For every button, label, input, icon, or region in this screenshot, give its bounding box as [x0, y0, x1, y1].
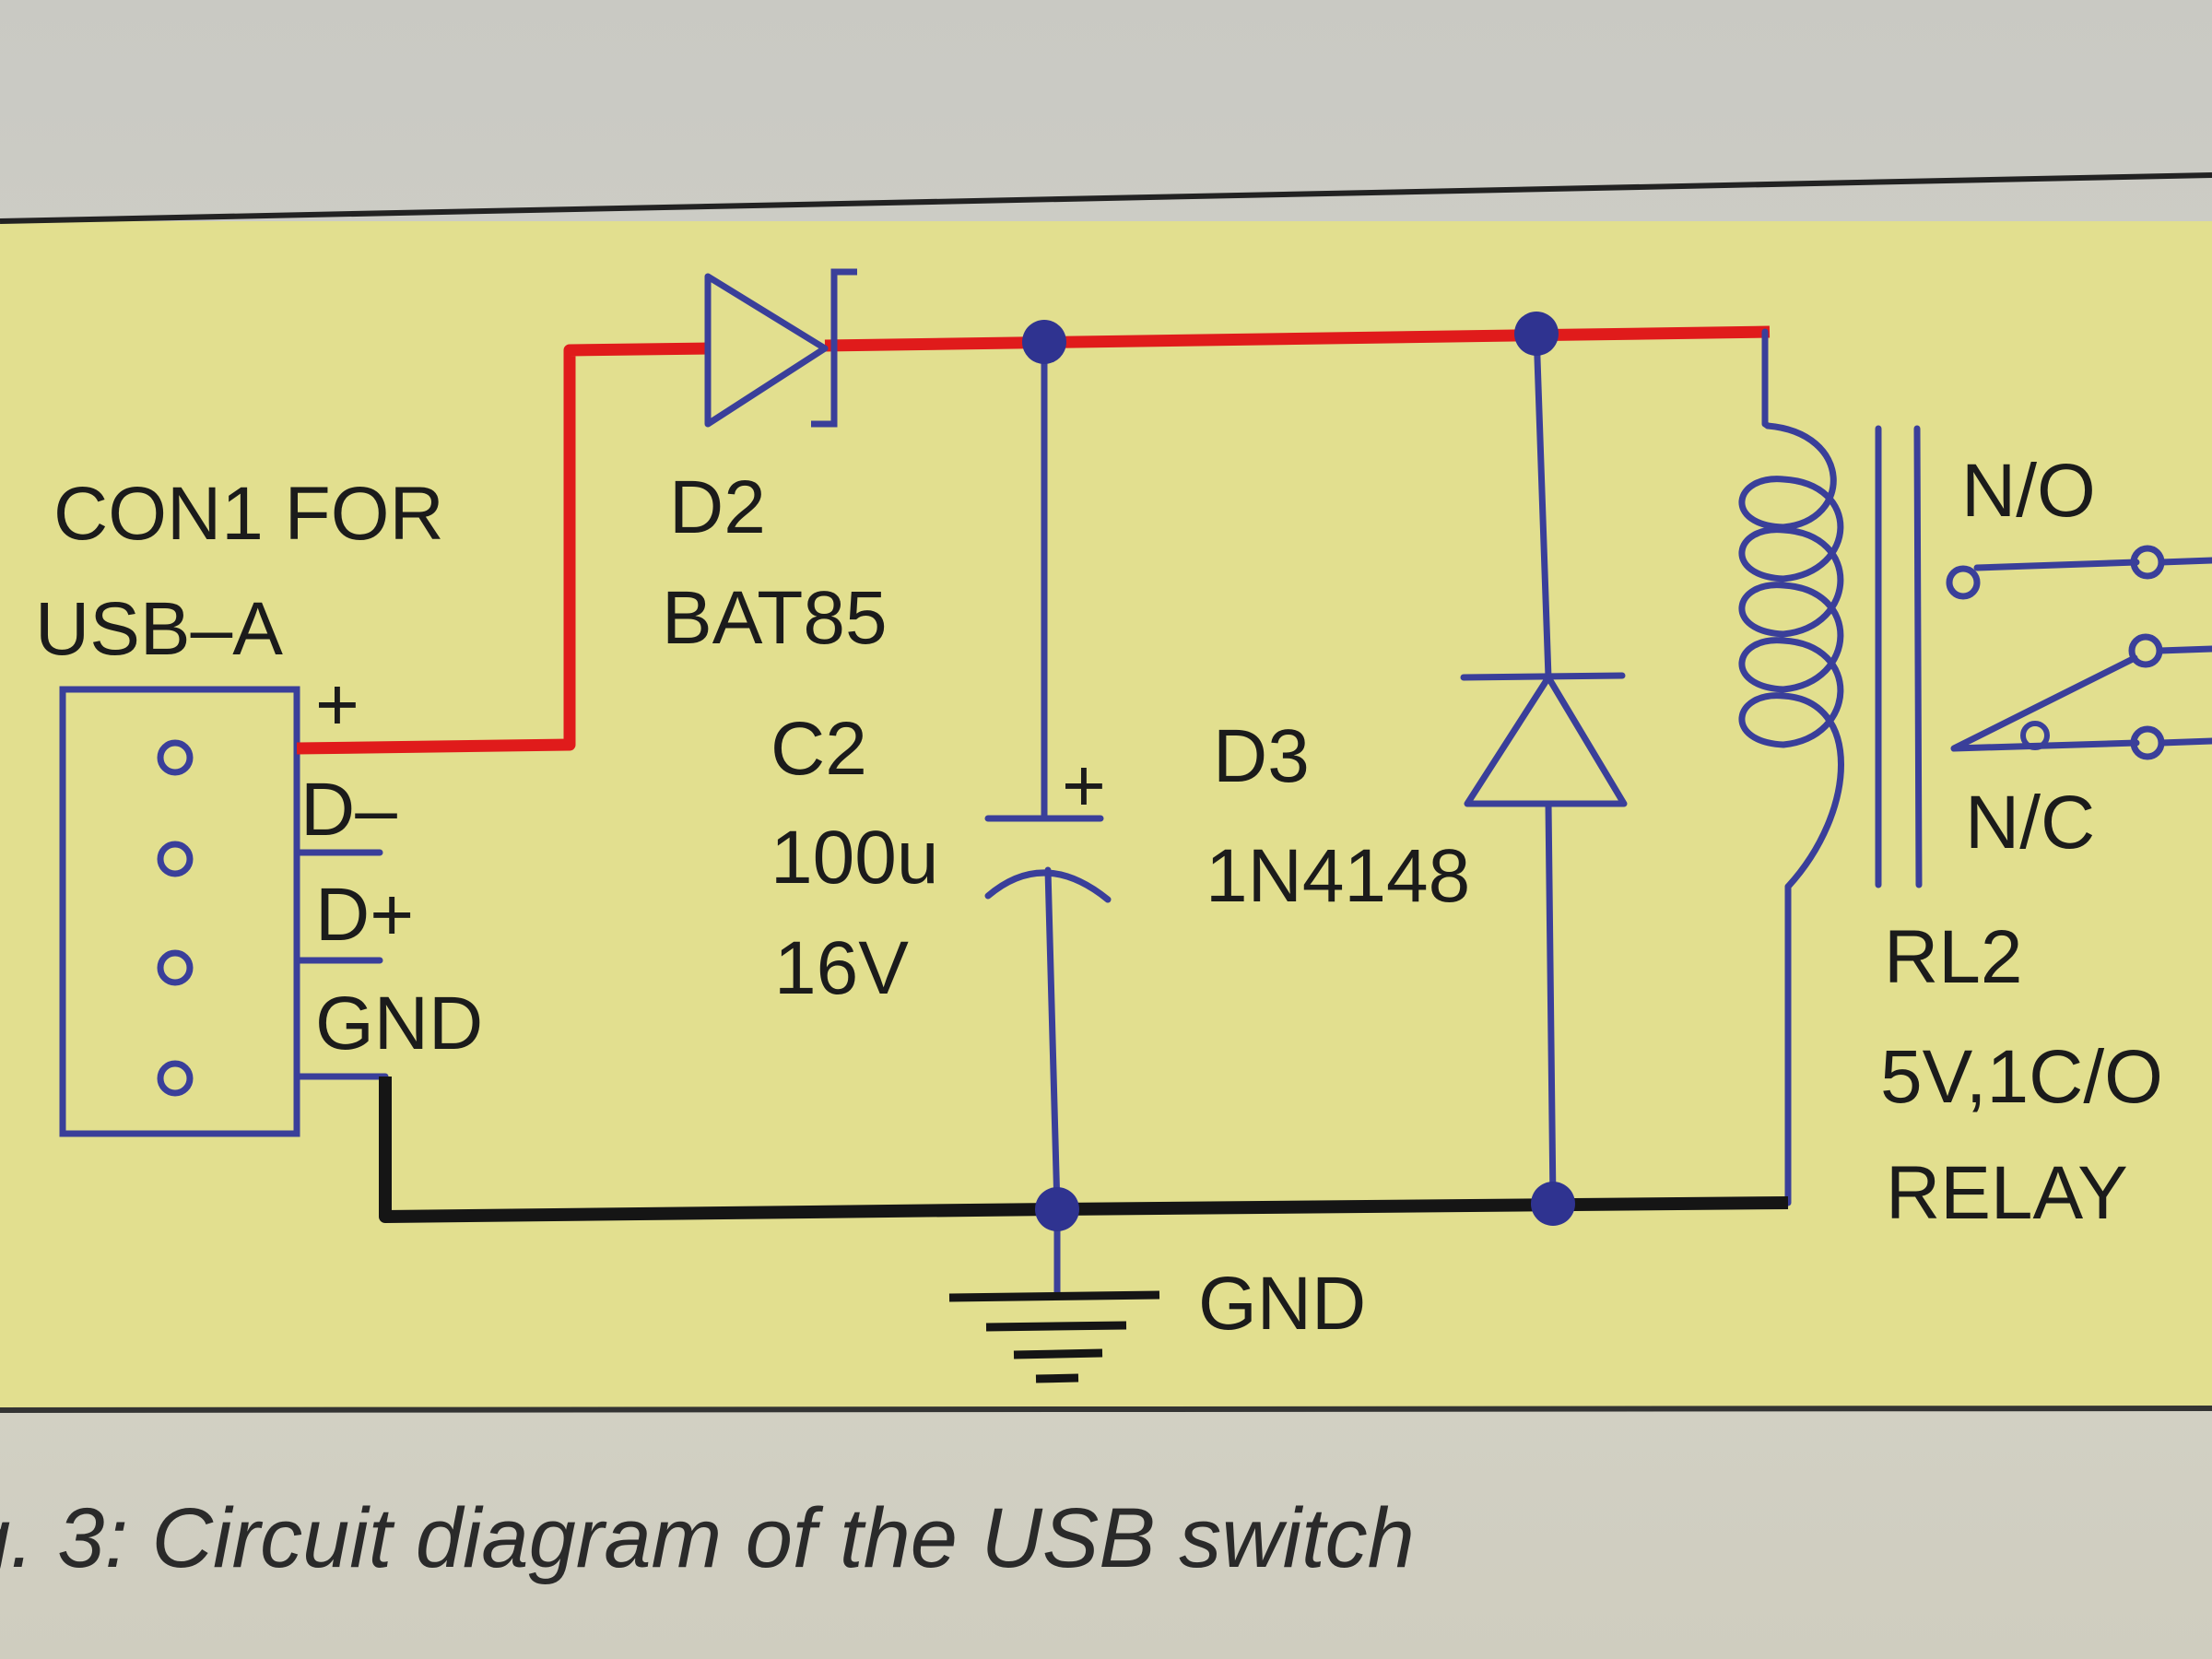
d2-cathode-bar [811, 268, 857, 428]
pin-label-plus: + [315, 663, 359, 747]
relay-no-out [2158, 557, 2212, 566]
figure-caption: g. 3: Circuit diagram of the USB switch [0, 1491, 1415, 1585]
d3-ref-label: D3 [1213, 714, 1310, 798]
d2-triangle [704, 273, 829, 428]
relay-coil-icon [1738, 422, 1844, 890]
ground-symbol [948, 1206, 1160, 1383]
relay-com-out [2156, 645, 2212, 654]
junction-c2-bottom [1035, 1187, 1079, 1231]
relay-ref-label: RL2 [1884, 915, 2022, 999]
relay-no-line [1973, 559, 2140, 571]
relay-switch-arm [1950, 654, 2140, 752]
panel-bottom-border [0, 1406, 2212, 1413]
relay-nc-label: N/C [1965, 781, 2095, 865]
relay-rl2 [1738, 328, 2212, 1206]
relay-coil-lead-top [1761, 328, 1771, 429]
ground-bar-2 [985, 1321, 1127, 1332]
connector-pin-3 [157, 949, 194, 986]
d3-lead-bottom [1545, 800, 1557, 1206]
usb-connector [59, 686, 389, 1137]
ground-bar-4 [1035, 1373, 1079, 1383]
c2-voltage-label: 16V [774, 926, 909, 1010]
d2-part-label: BAT85 [662, 576, 888, 660]
junction-d3-bottom [1531, 1182, 1575, 1226]
d3-cathode-bar [1460, 672, 1626, 681]
pin-label-gnd: GND [315, 982, 483, 1065]
ground-label: GND [1198, 1262, 1366, 1346]
d3-part-label: 1N4148 [1206, 834, 1470, 918]
relay-core-right [1913, 425, 1923, 888]
connector-pin-2 [157, 841, 194, 877]
relay-no-label: N/O [1961, 449, 2096, 533]
pin-label-dplus: D+ [315, 873, 414, 957]
panel-top-border [0, 172, 2212, 224]
diode-d2 [704, 268, 857, 428]
capacitor-c2: + [984, 337, 1112, 1211]
ground-bar-1 [948, 1290, 1160, 1302]
ground-bar-3 [1013, 1348, 1103, 1359]
relay-no-pivot [1946, 565, 1981, 600]
connector-pin-1 [157, 739, 194, 776]
d2-ref-label: D2 [669, 465, 766, 549]
relay-spec-label: 5V,1C/O [1880, 1035, 2163, 1119]
connector-body [59, 686, 300, 1137]
connector-pin-4 [157, 1060, 194, 1097]
relay-nc-out [2158, 737, 2212, 747]
pin-label-dminus: D– [300, 768, 397, 852]
d3-lead-top [1533, 328, 1552, 681]
relay-arm-pivot [2020, 721, 2050, 750]
c2-lead-bottom [1044, 866, 1061, 1211]
connector-title-line2: USB–A [35, 587, 283, 671]
ground-rail [379, 1077, 1789, 1223]
supply-wire-in [296, 342, 711, 755]
c2-polarity: + [1062, 744, 1106, 828]
c2-value-label: 100u [771, 816, 938, 900]
c2-ref-label: C2 [771, 707, 867, 791]
supply-wire-out [824, 325, 1771, 352]
junction-d3-top [1514, 312, 1559, 356]
junction-c2-top [1022, 320, 1066, 364]
relay-type-label: RELAY [1886, 1151, 2128, 1235]
diode-d3 [1460, 328, 1628, 1206]
connector-title-line1: CON1 FOR [53, 472, 444, 556]
